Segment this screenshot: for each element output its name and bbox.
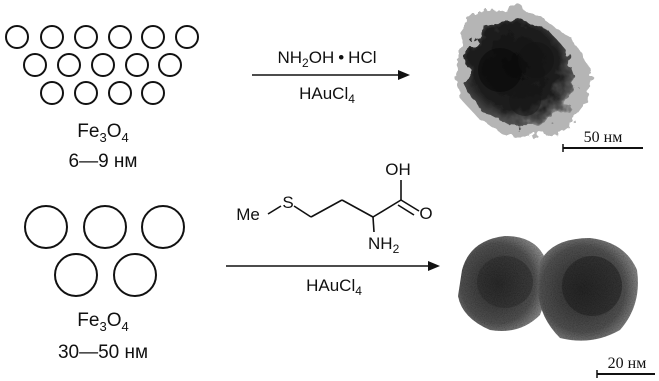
small-nanoparticles bbox=[5, 25, 199, 105]
bond bbox=[310, 199, 343, 218]
nanoparticle bbox=[5, 25, 29, 49]
size-label-top: 6—9 нм bbox=[69, 151, 138, 172]
nanoparticle bbox=[125, 53, 149, 77]
tem-image-top bbox=[455, 8, 590, 138]
nanoparticle bbox=[108, 81, 132, 105]
nanoparticle bbox=[40, 81, 64, 105]
size-label-bottom: 30—50 нм bbox=[58, 342, 148, 363]
nanoparticle bbox=[23, 53, 47, 77]
bond bbox=[267, 205, 282, 215]
material-formula-top: Fe3O4 bbox=[77, 121, 128, 145]
bond bbox=[400, 199, 420, 212]
large-nanoparticles bbox=[24, 205, 185, 297]
bond bbox=[372, 216, 375, 233]
nanoparticle bbox=[40, 25, 64, 49]
bond bbox=[341, 199, 374, 218]
bond bbox=[372, 199, 402, 218]
methyl-label: Me bbox=[236, 205, 260, 224]
nanoparticle bbox=[108, 25, 132, 49]
material-formula-bottom: Fe3O4 bbox=[77, 310, 128, 334]
nanoparticle bbox=[141, 81, 165, 105]
nanoparticle bbox=[74, 25, 98, 49]
bond bbox=[293, 205, 312, 218]
nanoparticle bbox=[141, 205, 185, 249]
nanoparticle bbox=[57, 53, 81, 77]
nanoparticle bbox=[83, 205, 127, 249]
reaction-arrow-bottom bbox=[226, 261, 440, 271]
reagent-below-top: HAuCl4 bbox=[299, 84, 355, 106]
oxygen-label: O bbox=[419, 204, 432, 223]
tem-image-bottom bbox=[458, 236, 638, 341]
reagent-below-bottom: HAuCl4 bbox=[306, 276, 362, 298]
nanoparticle bbox=[54, 253, 98, 297]
reaction-arrow-top bbox=[252, 70, 410, 80]
hydroxyl-label: OH bbox=[385, 160, 411, 179]
nanoparticle bbox=[141, 25, 165, 49]
amino-label: NH2 bbox=[368, 234, 400, 256]
methionine-structure bbox=[267, 180, 420, 233]
nanoparticle bbox=[175, 25, 199, 49]
scale-bar-top bbox=[562, 144, 643, 152]
reagent-above-top: NH2OH•HCl bbox=[277, 48, 376, 70]
nanoparticle bbox=[91, 53, 115, 77]
nanoparticle bbox=[74, 81, 98, 105]
nanoparticle bbox=[113, 253, 157, 297]
scale-label-bottom: 20 нм bbox=[608, 355, 647, 372]
scale-label-top: 50 нм bbox=[584, 129, 623, 146]
scale-bar-bottom bbox=[596, 370, 655, 378]
sulfur-label: S bbox=[282, 193, 293, 212]
nanoparticle bbox=[158, 53, 182, 77]
nanoparticle bbox=[24, 205, 68, 249]
bond bbox=[397, 204, 415, 216]
